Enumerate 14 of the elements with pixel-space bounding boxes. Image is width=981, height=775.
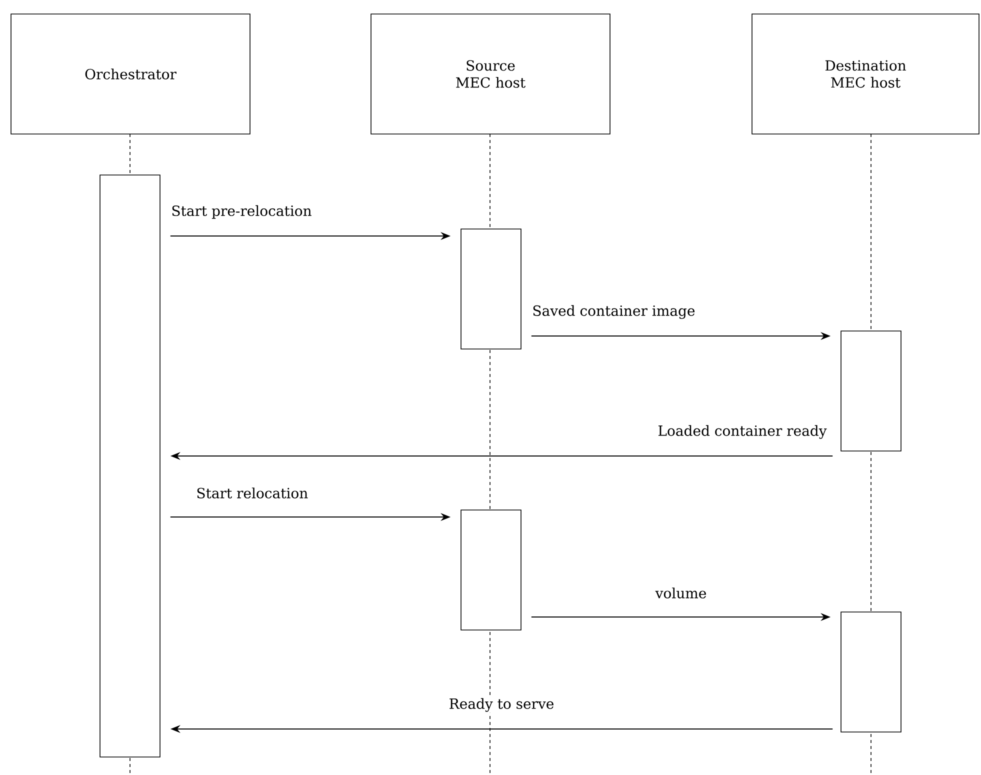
edge-label: volume <box>654 586 708 600</box>
participant-box: Destination MEC host <box>752 14 980 134</box>
edge-label: Saved container image <box>531 304 696 320</box>
edge-label: Start relocation <box>195 486 310 500</box>
activation-bar <box>840 330 902 452</box>
activation-bar <box>460 228 522 350</box>
participant-box: Orchestrator <box>10 14 250 134</box>
edge-label: Start pre-relocation <box>170 204 313 220</box>
edge-label: Loaded container ready <box>656 424 828 440</box>
participant-box: Source MEC host <box>370 14 610 134</box>
activation-bar <box>100 174 160 758</box>
edge-label: Ready to serve <box>448 697 556 713</box>
activation-bar <box>840 612 902 732</box>
activation-bar <box>460 510 522 630</box>
